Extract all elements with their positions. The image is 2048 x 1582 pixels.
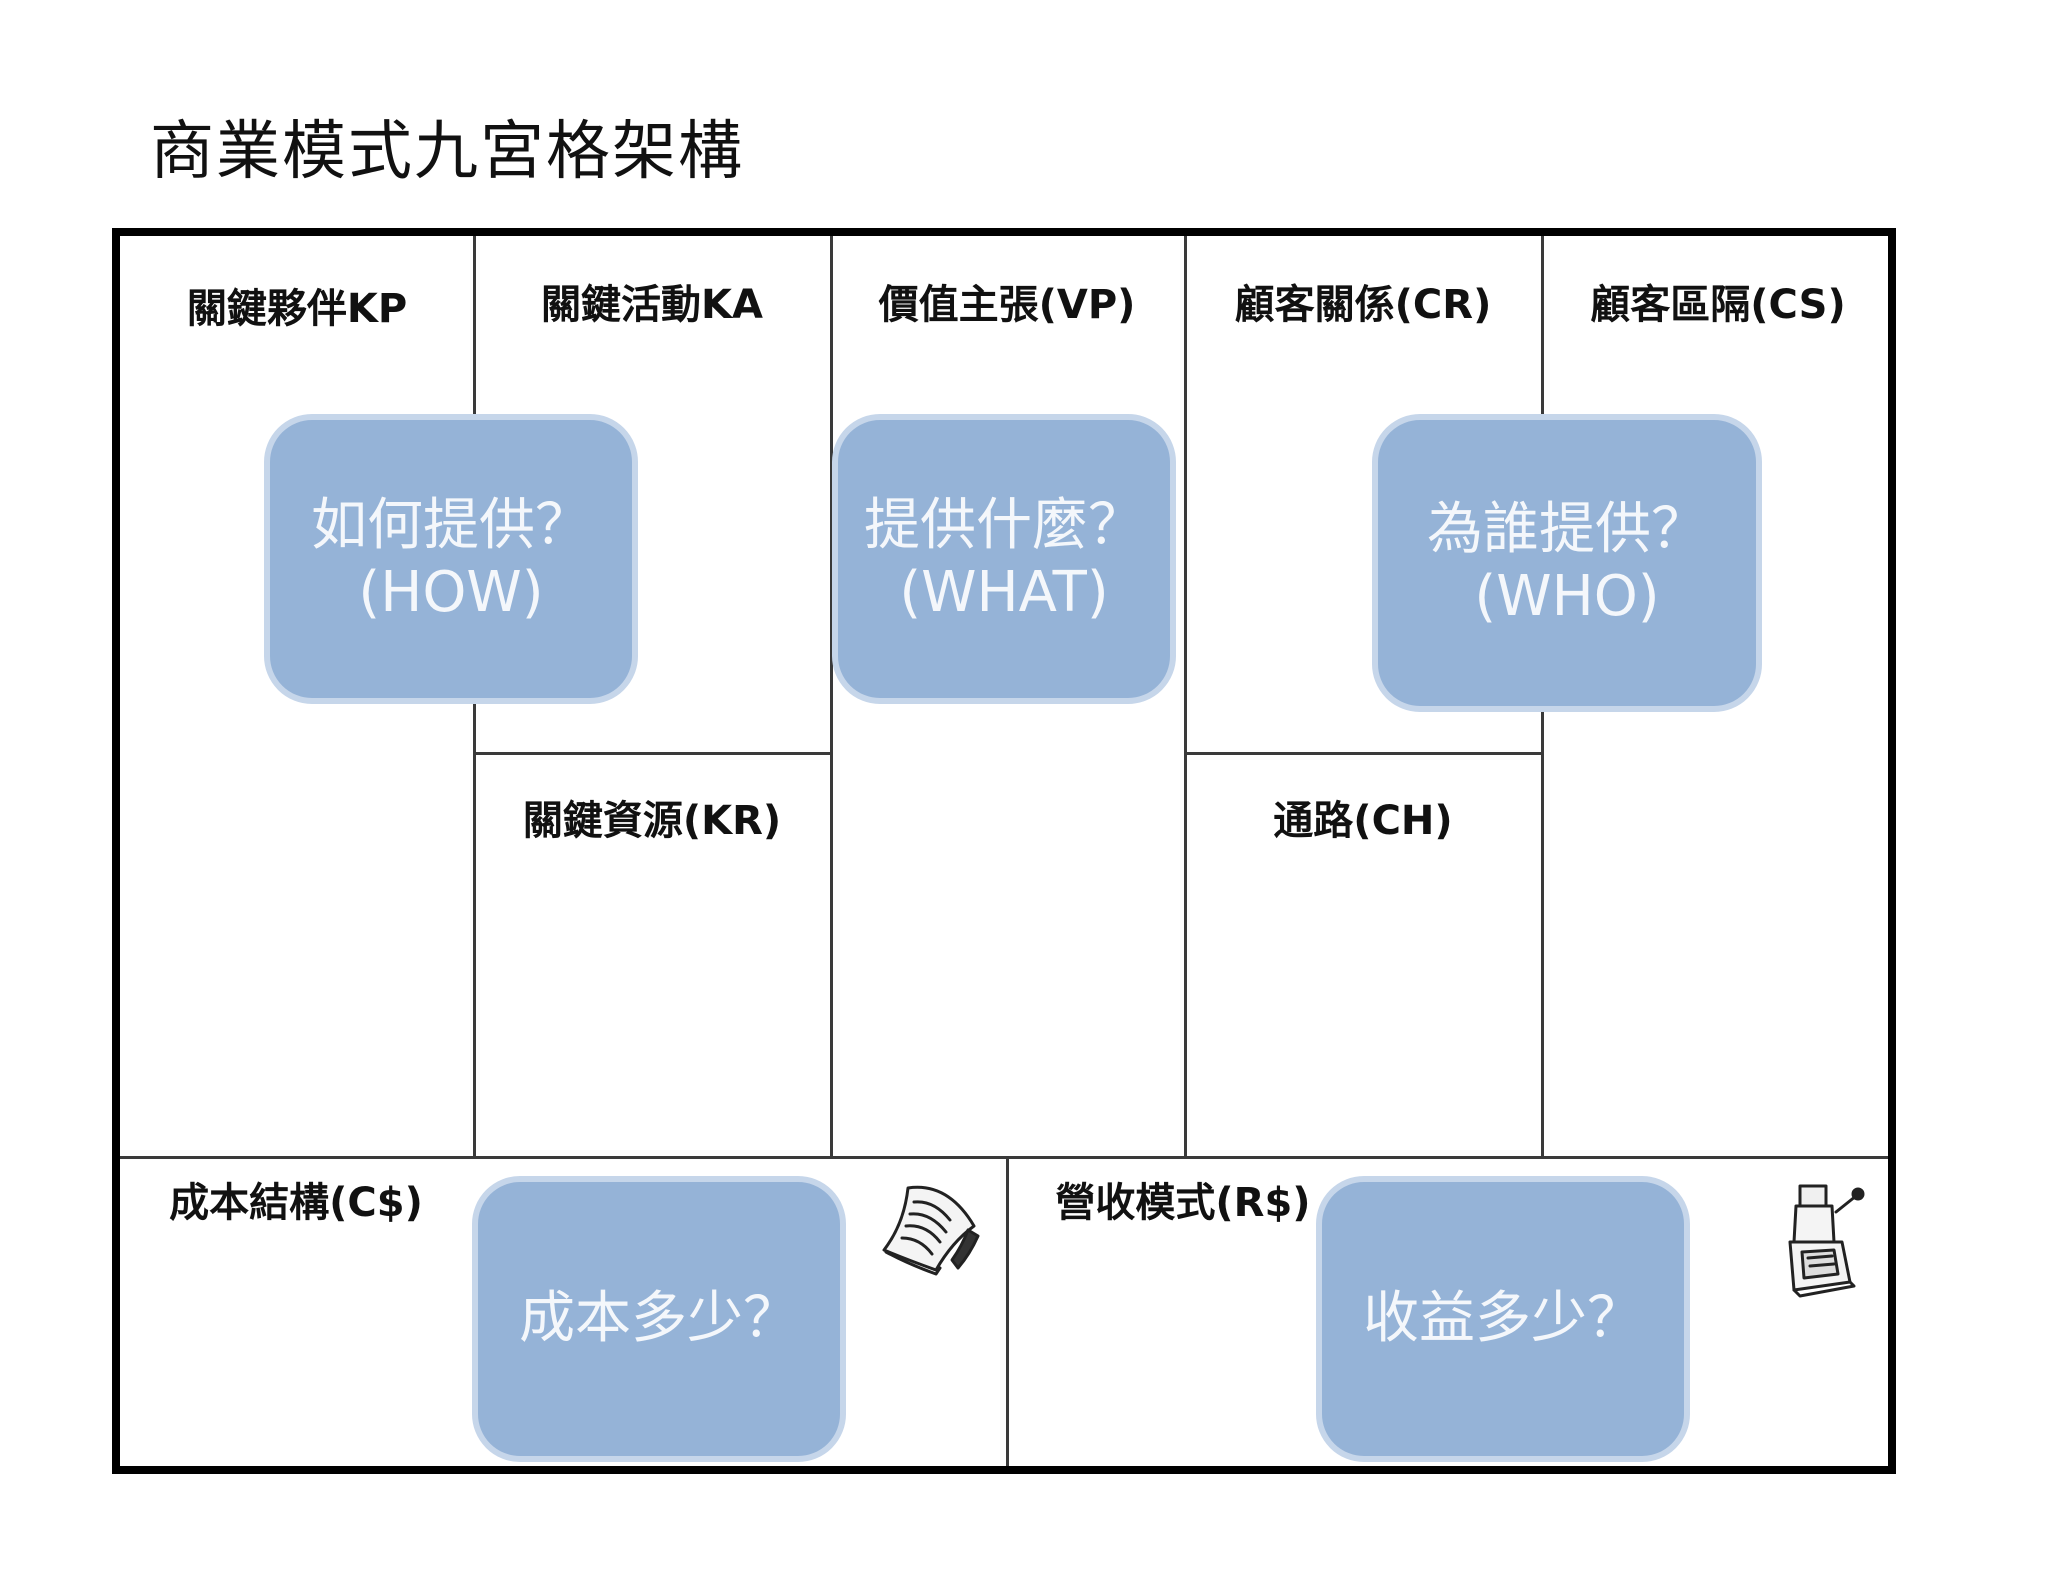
- callout-what: 提供什麼？ (WHAT): [832, 414, 1176, 704]
- label-channels: 通路(CH): [1273, 798, 1453, 844]
- divider-cost-revenue: [1006, 1156, 1009, 1466]
- divider-cr-ch: [1184, 752, 1544, 755]
- callout-who-line1: 為誰提供？: [1427, 496, 1707, 562]
- callout-how: 如何提供？ (HOW): [264, 414, 638, 704]
- label-customer-relationships: 顧客關係(CR): [1234, 282, 1492, 328]
- label-key-resources: 關鍵資源(KR): [522, 798, 782, 844]
- label-key-activities: 關鍵活動KA: [541, 282, 763, 328]
- callout-how-line1: 如何提供？: [311, 492, 591, 558]
- label-cost-structure: 成本結構(C$): [169, 1180, 423, 1226]
- label-customer-segments: 顧客區隔(CS): [1590, 282, 1846, 328]
- callout-who: 為誰提供？ (WHO): [1372, 414, 1762, 712]
- callout-how-line2: (HOW): [358, 560, 544, 625]
- callout-what-line2: (WHAT): [899, 560, 1109, 625]
- callout-what-line1: 提供什麼？: [864, 492, 1144, 558]
- divider-vp-cr: [1184, 236, 1187, 1156]
- label-revenue-streams: 營收模式(R$): [1055, 1180, 1311, 1226]
- business-model-canvas: 關鍵夥伴KP 關鍵活動KA 價值主張(VP) 顧客關係(CR) 顧客區隔(CS)…: [112, 228, 1896, 1474]
- divider-ka-kr: [473, 752, 833, 755]
- label-value-proposition: 價值主張(VP): [878, 282, 1136, 328]
- callout-revenue: 收益多少？: [1316, 1176, 1690, 1462]
- divider-ka-vp: [830, 236, 833, 1156]
- divider-bottom-row: [120, 1156, 1888, 1159]
- callout-revenue-text: 收益多少？: [1363, 1286, 1643, 1352]
- callout-cost-text: 成本多少？: [519, 1286, 799, 1352]
- cash-register-icon: [1788, 1184, 1865, 1298]
- receipt-paper-icon: [882, 1185, 980, 1276]
- callout-cost: 成本多少？: [472, 1176, 846, 1462]
- callout-who-line2: (WHO): [1474, 564, 1660, 629]
- page-title: 商業模式九宮格架構: [150, 115, 744, 189]
- label-key-partners: 關鍵夥伴KP: [186, 286, 408, 332]
